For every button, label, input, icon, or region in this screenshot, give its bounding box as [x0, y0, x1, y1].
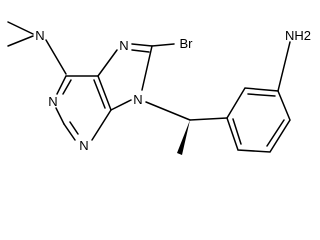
atom-label-n7: N	[119, 38, 128, 53]
bond-n1-c2	[55, 107, 65, 125]
atom-label-bromine: Br	[180, 36, 194, 51]
bond-c2-n3-double	[69, 121, 79, 135]
bond-c4-c5	[97, 75, 112, 111]
wedge-bond-methyl	[177, 120, 190, 155]
bond-ring-to-amine	[277, 41, 291, 92]
bond-n9-chiral-carbon	[145, 101, 191, 121]
structure-canvas: N N N N N Br NH2	[7, 21, 311, 155]
bond-n7-c8	[131, 43, 153, 47]
bond-c5-n7	[97, 49, 118, 77]
bond-c4-c5-double	[93, 79, 106, 109]
bond-c8-n9	[141, 45, 153, 91]
bond-c8-br	[151, 43, 175, 47]
bond-chiral-carbon-to-phenyl	[189, 117, 228, 121]
bond-methyl-upper	[7, 21, 34, 35]
atom-label-dimethyl-n: N	[35, 28, 44, 43]
bond-c6-n1-double	[62, 79, 72, 95]
bond-n9-c4	[110, 99, 132, 111]
benzene-inner-bond-2	[266, 119, 285, 147]
bond-n-to-c6	[45, 39, 67, 75]
benzene-inner-bond-1	[247, 93, 276, 97]
bond-n7-c8-double	[131, 49, 150, 53]
benzene-inner-bond-3	[232, 118, 242, 145]
bond-methyl-lower	[7, 35, 34, 47]
atom-label-n9: N	[133, 92, 142, 107]
benzene-ring	[226, 87, 291, 153]
bond-n3-c4	[91, 109, 112, 141]
atom-label-n1: N	[48, 94, 57, 109]
bond-c2-n3	[63, 123, 76, 141]
molecule-drawing: N N N N N Br NH2	[7, 21, 311, 155]
bond-c6-n1	[56, 75, 67, 95]
atom-label-amine: NH2	[285, 28, 311, 43]
atom-label-n3: N	[79, 138, 88, 153]
